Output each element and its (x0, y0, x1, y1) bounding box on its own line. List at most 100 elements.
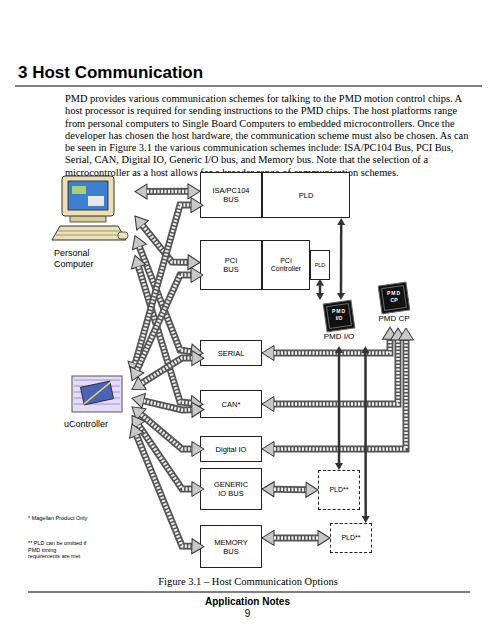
node-label: CAN* (222, 400, 241, 409)
computer-illustration (52, 176, 128, 240)
bus-box: CAN* (200, 390, 262, 418)
mouse (118, 232, 128, 239)
connector-shaft (143, 225, 188, 262)
bus-arrow (274, 537, 318, 538)
connector-hatching (274, 536, 318, 540)
connector-shaft (319, 286, 322, 293)
connector-hatching (274, 340, 406, 449)
chip-pin (84, 381, 112, 404)
connector-hatching (274, 487, 306, 491)
bus-arrow (141, 415, 192, 449)
bus-arrow (274, 340, 398, 404)
signal-line (365, 353, 366, 516)
connector-hatching (139, 425, 192, 489)
chip-label: PMD CP (370, 314, 418, 324)
bus-arrow (274, 489, 306, 491)
bus-arrow (274, 339, 390, 353)
connector-shaft (364, 353, 367, 516)
connector-hatching (139, 267, 191, 403)
bus-box: MEMORY BUS (200, 525, 262, 568)
connector-hatching (274, 340, 398, 404)
connector-shaft (274, 534, 318, 541)
screen-window (72, 186, 86, 194)
chip-marking: CP (370, 297, 418, 303)
connector-hatching (137, 435, 192, 546)
screen-window (88, 196, 104, 206)
connector-hatching (147, 190, 188, 194)
keyboard-keys (56, 231, 122, 235)
connector-shaft (137, 435, 192, 546)
node-label: SERIAL (218, 349, 245, 358)
chip-body (80, 381, 113, 405)
connector-shaft (144, 401, 192, 410)
connector-shaft (274, 486, 306, 494)
microcontroller-illustration (72, 376, 122, 412)
page-footer: Application Notes (0, 596, 495, 608)
connector-shaft (340, 225, 343, 293)
pld-box: PLD (262, 172, 350, 218)
node-label: MEMORY BUS (213, 538, 249, 556)
connector-shaft (338, 353, 341, 463)
controller-box: PCI Controller (262, 240, 310, 290)
connector-hatching (144, 401, 192, 410)
connector-shaft (137, 275, 191, 370)
bus-box: SERIAL (200, 340, 262, 366)
signal-line (339, 353, 340, 463)
connector-hatching (143, 225, 188, 262)
monitor-case (62, 176, 114, 216)
bus-arrow (139, 247, 191, 352)
board (72, 376, 122, 412)
connector-hatching (139, 247, 191, 352)
motion-chip: PMDCP PMD CP (370, 282, 418, 328)
bus-arrow (143, 225, 188, 262)
bus-arrow (147, 191, 188, 192)
connector-hatching (142, 358, 192, 383)
chip-marking: I/O (312, 315, 366, 321)
node-label: PCI BUS (221, 256, 241, 274)
bus-arrow (139, 267, 191, 403)
footnote: * Magellan Product Only (28, 515, 90, 522)
connector-shaft (139, 425, 192, 489)
signal-line (319, 286, 320, 293)
chip-label: PMD I/O (312, 332, 366, 342)
connector-shaft (135, 205, 191, 363)
node-label: PLD (315, 262, 326, 269)
page-number: 9 (0, 608, 495, 620)
bus-box: PCI BUS (200, 240, 262, 290)
signal-line (341, 225, 342, 293)
connector-hatching (274, 339, 390, 353)
connector-hatching (137, 275, 191, 370)
pld-box: PLD (310, 250, 330, 280)
footer-rule (28, 592, 470, 593)
connector-shaft (274, 339, 390, 353)
body-paragraph: PMD provides various communication schem… (65, 93, 475, 179)
bus-box: Digital IO (200, 436, 262, 462)
connector-shaft (139, 267, 191, 403)
connector-shaft (139, 247, 191, 352)
node-label: PLD** (341, 534, 360, 542)
bus-arrow (137, 435, 192, 546)
bus-arrow (135, 205, 191, 363)
chip-marking: PMD (370, 290, 418, 296)
connector-shaft (142, 358, 192, 383)
figure-caption: Figure 3.1 – Host Communication Options (98, 576, 398, 587)
bus-box: ISA/PC104 BUS (200, 172, 262, 218)
node-label: Digital IO (216, 445, 247, 454)
board-stripes (74, 380, 120, 404)
monitor-screen (68, 181, 108, 210)
node-label: PLD** (329, 486, 348, 494)
footnote: ** PLD can be omitted if PMD timing requ… (28, 540, 90, 560)
chip-marking: PMD (312, 308, 366, 314)
connector-shaft (274, 340, 406, 449)
connector-shaft (274, 340, 398, 404)
node-label: PCI Controller (266, 257, 306, 274)
node-label: PLD (299, 191, 314, 200)
host-microcontroller: uController (60, 372, 132, 430)
connector-shaft (141, 415, 192, 449)
node-label: uController (64, 419, 108, 430)
connector-shaft (147, 188, 188, 195)
connector-hatching (141, 415, 192, 449)
keyboard (52, 226, 126, 240)
